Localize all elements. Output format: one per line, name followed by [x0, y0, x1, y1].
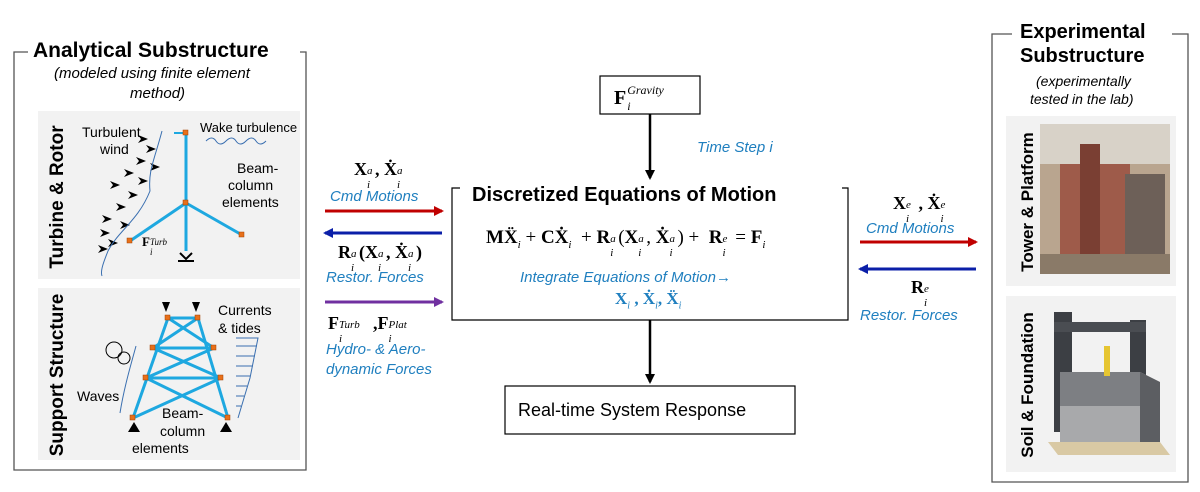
wind-arrows [98, 135, 160, 253]
tower-photo [1040, 124, 1170, 274]
beam-label-1: Beam- [237, 160, 279, 176]
wake-turbulence-label: Wake turbulence [200, 120, 298, 135]
currents-label-1: Currents [218, 302, 272, 318]
analytical-frame [13, 51, 307, 471]
beam-label-2: column [228, 177, 274, 193]
response-label: Real-time System Response [518, 400, 747, 420]
left-restor-label: Restor. Forces [326, 269, 424, 286]
right-restor-label: Restor. Forces [860, 307, 958, 324]
turbulent-wind-label-1: Turbulent [82, 124, 141, 140]
response-box [504, 385, 796, 435]
soil-photo [1040, 310, 1170, 460]
left-hydro-label-1: Hydro- & Aero- [326, 341, 426, 358]
soil-side-label: Soil & Foundation [1018, 312, 1037, 458]
time-step-label: Time Step i [697, 139, 773, 156]
turbine-side-label: Turbine & Rotor [47, 125, 68, 269]
right-cmd-label: Cmd Motions [866, 220, 955, 237]
support-beam-label-1: Beam- [162, 405, 204, 421]
experimental-frame [991, 33, 1189, 483]
wake-curls [205, 137, 267, 145]
gravity-box [599, 75, 701, 115]
eom-title: Discretized Equations of Motion [472, 184, 777, 206]
beam-label-3: elements [222, 194, 279, 210]
turbine-panel [38, 111, 300, 279]
experimental-title-2: Substructure [1020, 45, 1145, 67]
left-hydro-label-2: dynamic Forces [326, 361, 432, 378]
analytical-subtitle-2: method) [130, 85, 186, 102]
analytical-title: Analytical Substructure [33, 39, 269, 62]
turbine-drawing [98, 129, 267, 277]
experimental-title-1: Experimental [1020, 21, 1146, 43]
support-beam-label-3: elements [132, 440, 189, 456]
wind-wave-line [101, 130, 163, 277]
turbine-support-icon [178, 252, 194, 262]
support-beam-label-2: column [160, 423, 206, 439]
turbulent-wind-label-2: wind [100, 141, 129, 157]
analytical-subtitle-1: (modeled using finite element [54, 65, 250, 82]
experimental-subtitle-2: tested in the lab) [1030, 91, 1134, 107]
support-drawing [105, 302, 259, 432]
currents-label-2: & tides [218, 320, 261, 336]
support-side-label: Support Structure [47, 293, 68, 457]
experimental-subtitle-1: (experimentally [1036, 73, 1131, 89]
integrate-label: Integrate Equations of Motion→ [520, 269, 731, 286]
left-cmd-label: Cmd Motions [330, 188, 419, 205]
tower-side-label: Tower & Platform [1018, 132, 1037, 272]
waves-label: Waves [77, 388, 120, 404]
integrate-vars: Xi , Ẋi, Ẍi [615, 289, 682, 312]
